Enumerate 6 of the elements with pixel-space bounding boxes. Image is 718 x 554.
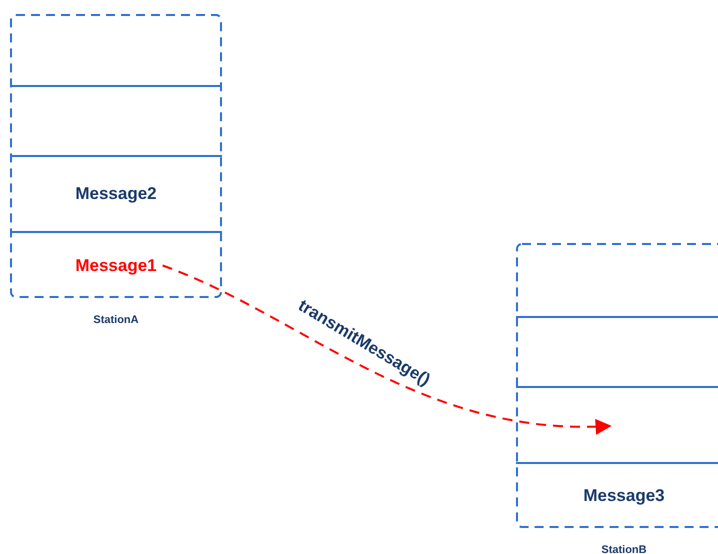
dashed-arrow [162,264,612,434]
station-label: StationB [600,544,648,554]
message-text: Message3 [583,486,665,506]
message-text: Message1 [75,256,157,276]
message-text: Message2 [75,184,157,204]
station-label: StationA [92,314,140,326]
